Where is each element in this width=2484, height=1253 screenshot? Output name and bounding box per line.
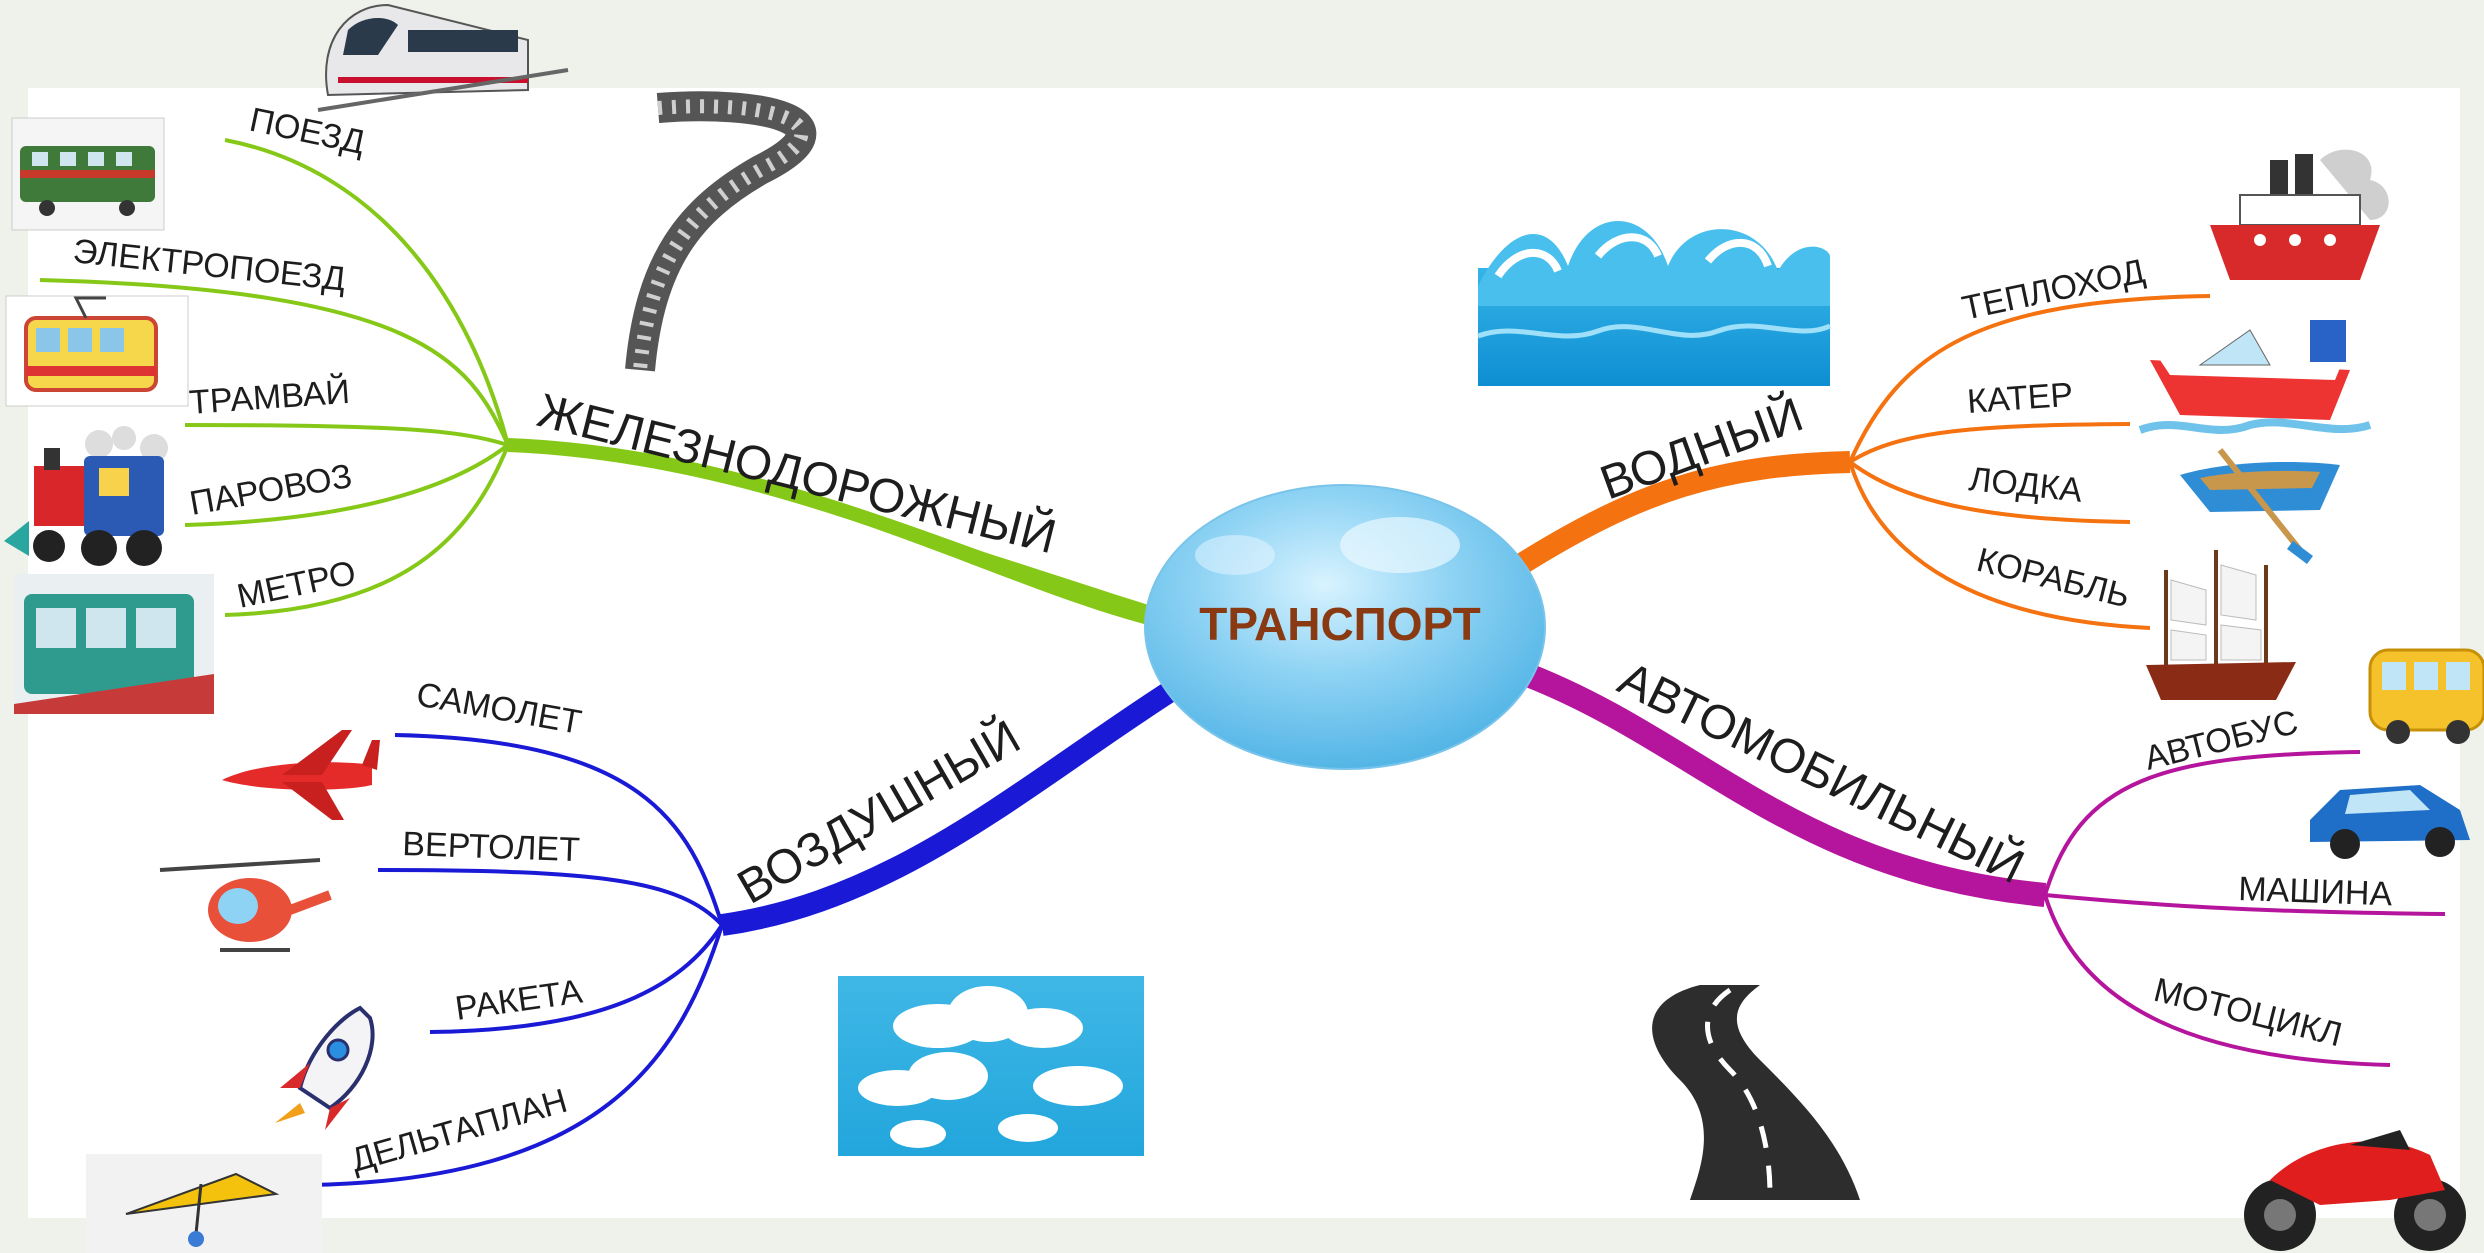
rail-line-train [224, 138, 510, 446]
road-line-bus [2043, 750, 2361, 896]
road-sub-lines [2043, 750, 2446, 1067]
railway-track-icon [625, 91, 817, 372]
rail-main-line [510, 445, 1165, 628]
water-line-ship [1848, 461, 2151, 630]
water-line-motorboat [1848, 422, 2131, 464]
sailing-ship-icon [2146, 550, 2296, 700]
car-icon [2310, 785, 2470, 859]
rowboat-icon [2180, 448, 2340, 564]
road-item-car: МАШИНА [2238, 870, 2393, 913]
rail-sub-lines [39, 138, 510, 617]
road-icon [1652, 985, 1860, 1200]
water-item-motorboat: КАТЕР [1966, 376, 2074, 421]
rocket-icon [275, 1005, 375, 1130]
road-line-car [2044, 893, 2446, 916]
airplane-icon [222, 730, 380, 820]
air-line-hang-glider [309, 924, 724, 1187]
bus-icon [2368, 648, 2484, 744]
center-node: ТРАНСПОРТ [1144, 484, 1546, 770]
motorcycle-icon [2244, 1130, 2466, 1251]
electric-train-icon [11, 117, 165, 231]
train-icon [317, 3, 569, 112]
air-line-helicopter [377, 868, 724, 927]
rail-line-electric [39, 278, 510, 446]
water-line-steamship [1848, 294, 2211, 463]
water-line-rowboat [1848, 460, 2131, 524]
motorboat-icon [2138, 320, 2372, 434]
air-main-line [720, 675, 1186, 936]
tram-icon [5, 295, 189, 407]
water-sub-lines [1848, 294, 2211, 630]
air-item-helicopter: ВЕРТОЛЕТ [402, 825, 581, 869]
clouds-icon [838, 976, 1144, 1156]
water-main-line [1514, 451, 1851, 575]
waves-icon [1477, 221, 1832, 386]
rail-main-stroke [507, 438, 1163, 627]
center-title: ТРАНСПОРТ [1199, 598, 1480, 650]
rail-line-tram [184, 423, 509, 447]
road-main-line [1515, 660, 2047, 907]
air-line-rocket [429, 923, 724, 1034]
steamship-icon [2210, 149, 2389, 280]
air-line-airplane [394, 733, 724, 926]
hang-glider-icon [86, 1154, 322, 1253]
steam-locomotive-icon [4, 426, 168, 566]
helicopter-icon [159, 858, 332, 952]
rail-line-metro [224, 444, 510, 617]
road-line-motorcycle [2043, 894, 2391, 1067]
rail-line-steam [184, 443, 510, 527]
metro-icon [14, 574, 214, 714]
air-sub-lines [309, 733, 724, 1187]
